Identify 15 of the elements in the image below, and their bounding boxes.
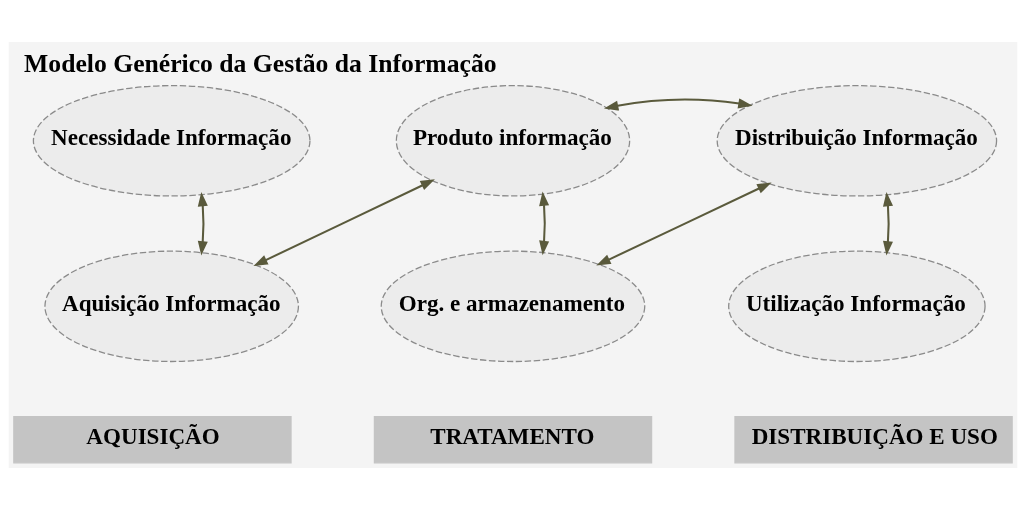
arrow (604, 98, 753, 111)
node-ellipse: Produto informação (395, 85, 631, 197)
node-ellipse: Org. e armazenamento (380, 250, 646, 363)
node-ellipse: Necessidade Informação (32, 85, 311, 197)
arrow (596, 182, 772, 266)
diagram-title: Modelo Genérico da Gestão da Informação (24, 48, 497, 78)
arrow (197, 191, 208, 256)
node-ellipse: Utilização Informação (728, 250, 986, 363)
arrow (253, 179, 435, 267)
node-box: AQUISIÇÃO (13, 416, 292, 464)
arrow (539, 191, 550, 256)
node-box: DISTRIBUIÇÃO E USO (734, 416, 1013, 464)
arrow (883, 191, 893, 256)
node-ellipse: Aquisição Informação (44, 250, 300, 363)
node-box: TRATAMENTO (373, 416, 653, 464)
